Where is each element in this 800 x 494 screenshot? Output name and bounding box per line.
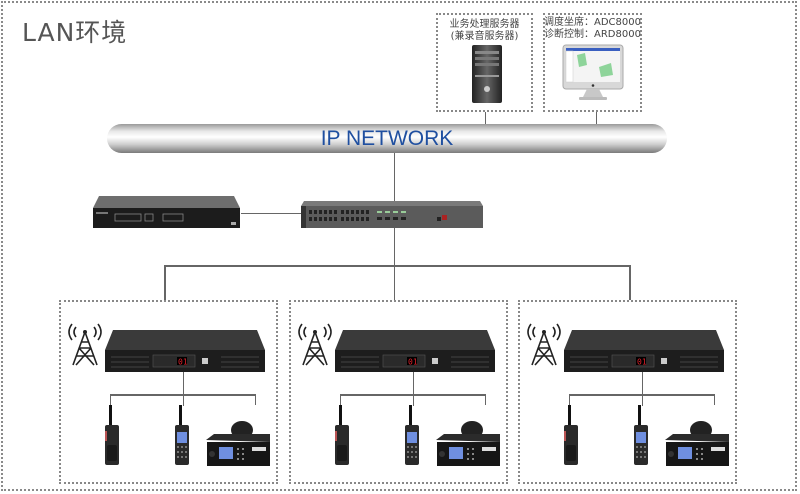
radio-3-drop	[485, 394, 486, 405]
dispatch-to-network-line	[596, 112, 597, 124]
radio-tower-icon	[527, 323, 561, 366]
network-switch-icon	[301, 201, 483, 228]
switch-to-sites-line	[394, 228, 395, 300]
server-tower-icon	[472, 45, 502, 103]
radio-3-drop	[714, 394, 715, 405]
handheld-radio-keypad-icon	[634, 405, 648, 465]
ip-network-label: IP NETWORK	[320, 127, 454, 150]
radio-bus-line	[569, 394, 715, 396]
site-bus-line	[164, 265, 631, 267]
monitor-icon	[562, 44, 624, 100]
mobile-radio-icon	[206, 421, 270, 466]
server-label-1: 业务处理服务器	[449, 19, 520, 30]
handheld-radio-icon	[335, 405, 349, 465]
dispatch-box	[543, 13, 642, 112]
handheld-radio-keypad-icon	[175, 405, 189, 465]
repeater-icon: 01	[335, 330, 495, 372]
site-3-drop-line	[629, 265, 631, 300]
dispatch-label-1: 调度坐席：ADC8000	[544, 17, 641, 28]
site-box	[59, 300, 278, 484]
diagram-title: LAN环境	[22, 18, 128, 47]
radio-bus-line	[340, 394, 486, 396]
server-label-2: (兼录音服务器)	[450, 31, 519, 42]
server-to-network-line	[485, 112, 486, 124]
gateway-to-switch-line	[241, 213, 302, 214]
repeater-to-radios-line	[413, 372, 414, 406]
repeater-icon: 01	[564, 330, 724, 372]
repeater-display: 01	[178, 358, 188, 367]
radio-1-drop	[569, 394, 570, 405]
repeater-display: 01	[637, 358, 647, 367]
radio-tower-icon	[298, 323, 332, 366]
radio-bus-line	[110, 394, 256, 396]
site-box	[289, 300, 508, 484]
server-box	[436, 13, 533, 112]
radio-1-drop	[340, 394, 341, 405]
network-to-switch-line	[394, 153, 395, 201]
gateway-device-icon	[93, 196, 240, 228]
dispatch-label-2: 诊断控制：ARD8000	[544, 29, 641, 40]
handheld-radio-icon	[564, 405, 578, 465]
handheld-radio-icon	[105, 405, 119, 465]
mobile-radio-icon	[665, 421, 729, 466]
ip-network-bus: IP NETWORK	[107, 124, 667, 153]
radio-3-drop	[255, 394, 256, 405]
repeater-display: 01	[408, 358, 418, 367]
radio-tower-icon	[68, 323, 102, 366]
repeater-icon: 01	[105, 330, 265, 372]
repeater-to-radios-line	[183, 372, 184, 406]
site-box	[518, 300, 737, 484]
site-1-drop-line	[164, 265, 166, 300]
handheld-radio-keypad-icon	[405, 405, 419, 465]
repeater-to-radios-line	[642, 372, 643, 406]
radio-1-drop	[110, 394, 111, 405]
mobile-radio-icon	[436, 421, 500, 466]
